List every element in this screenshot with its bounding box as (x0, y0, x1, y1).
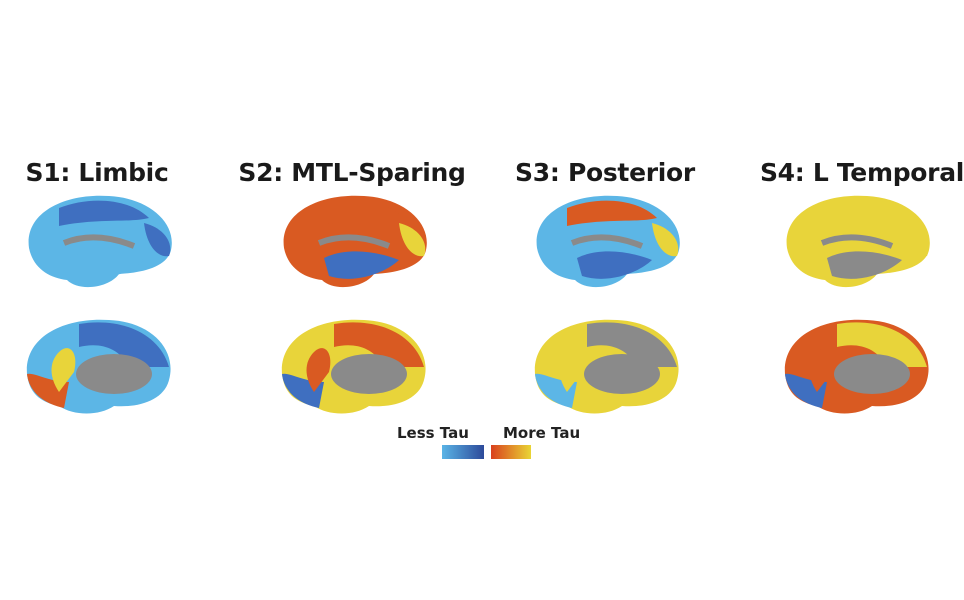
medial-brain-view-s3 (534, 319, 679, 414)
legend-more-tau-label: More Tau (503, 424, 581, 442)
lateral-brain-view-s2 (283, 195, 427, 288)
panel-title-s3: S3: Posterior (515, 158, 695, 187)
medial-brain-view-s2 (281, 319, 426, 414)
lateral-brain-view-s4 (786, 195, 930, 288)
panel-title-s4: S4: L Temporal (759, 158, 964, 187)
legend-more-tau-colorbar (491, 445, 531, 459)
lateral-brain-view-s3 (536, 195, 680, 288)
legend-less-tau-colorbar (442, 445, 484, 459)
lateral-brain-view-s1 (28, 195, 172, 288)
medial-brain-view-s4 (784, 319, 929, 414)
panel-title-s1: S1: Limbic (25, 158, 169, 187)
legend-less-tau-label: Less Tau (397, 424, 469, 442)
medial-brain-view-s1 (26, 319, 171, 414)
panel-title-s2: S2: MTL-Sparing (238, 158, 466, 187)
